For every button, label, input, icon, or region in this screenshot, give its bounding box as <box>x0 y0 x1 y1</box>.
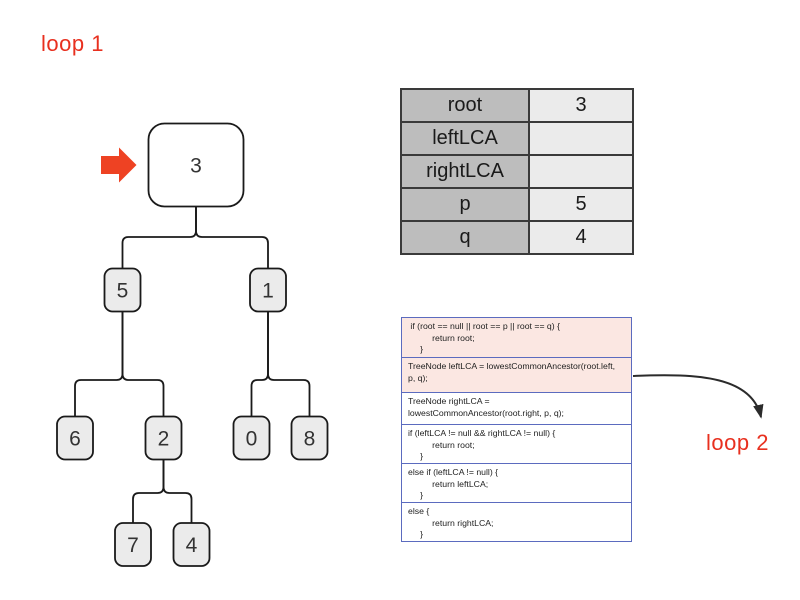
code-row-highlighted: if (root == null || root == p || root ==… <box>401 317 632 358</box>
table-row: leftLCA <box>400 121 634 156</box>
tree-node-5: 5 <box>103 267 142 313</box>
tree-node-label: 1 <box>262 280 274 303</box>
tree-node-4: 4 <box>172 522 211 567</box>
code-row: else { return rightLCA; } <box>401 502 632 542</box>
loop2-curved-arrow <box>632 374 764 419</box>
tree-edge <box>267 310 311 418</box>
tree-edge <box>121 205 197 270</box>
code-panel: if (root == null || root == p || root ==… <box>401 317 632 542</box>
variable-name-cell: p <box>400 187 530 222</box>
variable-value-cell: 4 <box>528 220 634 255</box>
tree-node-label: 6 <box>69 428 81 451</box>
tree-edge <box>132 458 165 524</box>
tree-edge <box>195 205 269 270</box>
code-row-highlighted: TreeNode leftLCA = lowestCommonAncestor(… <box>401 357 632 393</box>
tree-node-6: 6 <box>56 415 94 461</box>
variable-name-cell: root <box>400 88 530 123</box>
code-row: else if (leftLCA != null) { return leftL… <box>401 463 632 503</box>
variable-value-cell <box>528 154 634 189</box>
variable-name-cell: rightLCA <box>400 154 530 189</box>
variable-value-cell: 3 <box>528 88 634 123</box>
tree-node-8: 8 <box>290 415 329 461</box>
tree-edge <box>74 310 124 418</box>
tree-edge <box>162 458 193 524</box>
tree-node-label: 4 <box>186 534 198 557</box>
tree-node-7: 7 <box>114 522 152 567</box>
tree-edge <box>121 310 165 418</box>
tree-node-label: 7 <box>127 534 139 557</box>
tree-node-label: 2 <box>158 428 170 451</box>
tree-node-0: 0 <box>232 415 271 461</box>
tree-node-2: 2 <box>144 415 183 461</box>
loop1-label: loop 1 <box>41 31 104 56</box>
variable-name-cell: leftLCA <box>400 121 530 156</box>
tree-node-label: 0 <box>246 428 258 451</box>
tree-node-label: 3 <box>190 155 202 178</box>
variable-name-cell: q <box>400 220 530 255</box>
loop2-label: loop 2 <box>706 430 769 455</box>
tree-node-label: 8 <box>304 428 316 451</box>
tree-node-1: 1 <box>249 267 287 313</box>
code-row: TreeNode rightLCA = lowestCommonAncestor… <box>401 392 632 425</box>
tree-edge <box>250 310 269 418</box>
table-row: rightLCA <box>400 154 634 189</box>
variable-value-cell: 5 <box>528 187 634 222</box>
red-arrow-icon <box>101 147 137 183</box>
tree-node-label: 5 <box>117 280 129 303</box>
tree-node-3: 3 <box>147 122 245 208</box>
variable-value-cell <box>528 121 634 156</box>
code-row: if (leftLCA != null && rightLCA != null)… <box>401 424 632 464</box>
